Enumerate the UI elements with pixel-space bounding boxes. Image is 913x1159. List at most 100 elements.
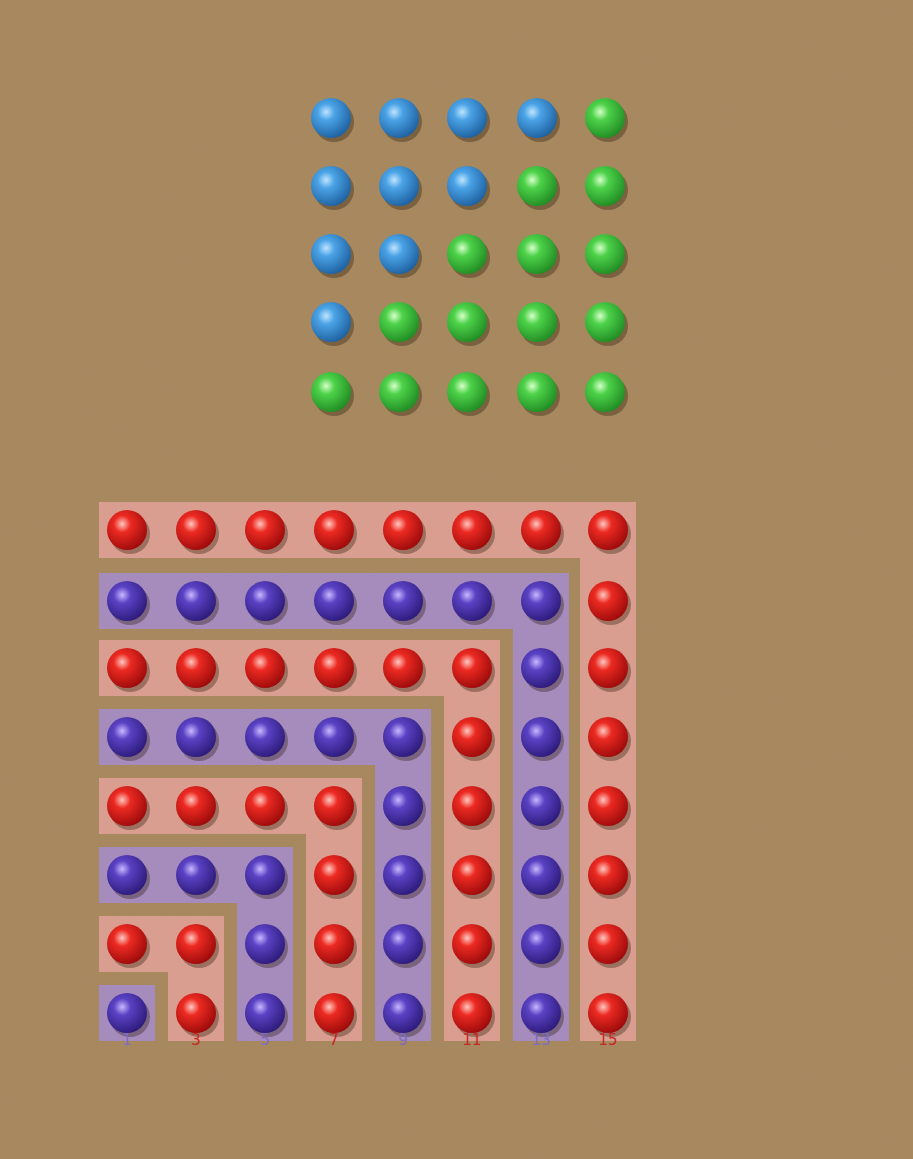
column-number: 11 <box>462 1031 481 1049</box>
bead <box>245 581 285 621</box>
bead <box>585 372 625 412</box>
bead <box>452 717 492 757</box>
bead <box>452 924 492 964</box>
bead <box>447 98 487 138</box>
bead <box>447 302 487 342</box>
bead <box>521 581 561 621</box>
bead <box>379 166 419 206</box>
bead <box>314 786 354 826</box>
bead <box>314 924 354 964</box>
bead <box>314 855 354 895</box>
bead <box>517 98 557 138</box>
bead <box>588 993 628 1033</box>
bead <box>585 98 625 138</box>
bead <box>314 510 354 550</box>
column-number: 15 <box>598 1031 617 1049</box>
bead <box>107 855 147 895</box>
bead <box>521 510 561 550</box>
bead <box>245 717 285 757</box>
bead <box>383 717 423 757</box>
bead <box>452 786 492 826</box>
bead <box>521 855 561 895</box>
bead <box>311 372 351 412</box>
bead <box>383 786 423 826</box>
bead <box>452 855 492 895</box>
bead <box>311 302 351 342</box>
bead <box>176 786 216 826</box>
bead <box>517 302 557 342</box>
bead <box>452 510 492 550</box>
bead <box>245 510 285 550</box>
bead <box>383 648 423 688</box>
bead <box>176 510 216 550</box>
bead <box>383 581 423 621</box>
bead <box>107 786 147 826</box>
bead <box>176 648 216 688</box>
bead <box>588 717 628 757</box>
bead <box>447 166 487 206</box>
bead <box>245 993 285 1033</box>
bead <box>107 717 147 757</box>
bead <box>588 924 628 964</box>
bead <box>314 648 354 688</box>
bead <box>383 924 423 964</box>
bead <box>452 648 492 688</box>
bead <box>452 993 492 1033</box>
bead <box>314 581 354 621</box>
bead <box>176 993 216 1033</box>
bead <box>521 648 561 688</box>
bead <box>245 924 285 964</box>
bead <box>176 924 216 964</box>
bead <box>107 924 147 964</box>
bead <box>517 372 557 412</box>
bead <box>588 786 628 826</box>
column-number: 1 <box>122 1031 132 1049</box>
bead <box>521 786 561 826</box>
column-number: 3 <box>191 1031 201 1049</box>
bead <box>521 717 561 757</box>
bead <box>176 855 216 895</box>
bead <box>379 372 419 412</box>
bead <box>585 302 625 342</box>
l-band <box>127 806 334 1013</box>
l-band <box>127 737 403 1013</box>
bead <box>521 924 561 964</box>
column-number: 13 <box>531 1031 550 1049</box>
l-band <box>127 530 608 1013</box>
bead <box>107 648 147 688</box>
bead <box>517 234 557 274</box>
column-number: 9 <box>398 1031 408 1049</box>
column-number: 7 <box>329 1031 339 1049</box>
l-band <box>127 668 472 1013</box>
bead <box>379 234 419 274</box>
bead <box>585 234 625 274</box>
bead <box>447 372 487 412</box>
bead <box>383 855 423 895</box>
bead <box>521 993 561 1033</box>
bead <box>379 302 419 342</box>
column-number: 5 <box>260 1031 270 1049</box>
bead <box>245 648 285 688</box>
bead <box>447 234 487 274</box>
bead <box>311 98 351 138</box>
bead <box>107 581 147 621</box>
bead <box>588 510 628 550</box>
bead <box>588 648 628 688</box>
bead <box>517 166 557 206</box>
bead <box>383 510 423 550</box>
bead <box>245 786 285 826</box>
l-band <box>127 601 541 1013</box>
bead <box>314 717 354 757</box>
bead <box>176 581 216 621</box>
bead <box>588 581 628 621</box>
bead <box>452 581 492 621</box>
bead <box>379 98 419 138</box>
bead <box>585 166 625 206</box>
bead <box>245 855 285 895</box>
bead <box>588 855 628 895</box>
bead <box>314 993 354 1033</box>
bead <box>311 234 351 274</box>
